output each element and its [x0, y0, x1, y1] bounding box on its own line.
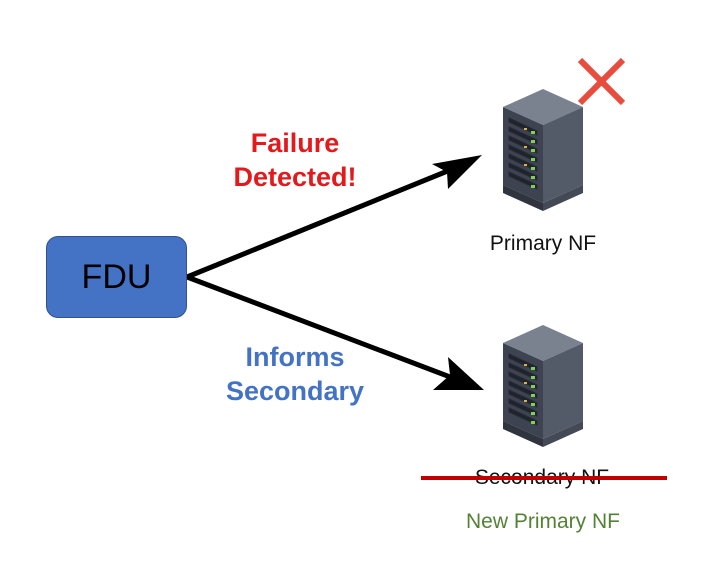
informs-label-line1: Informs — [245, 342, 345, 372]
failure-label-line2: Detected! — [233, 162, 357, 192]
primary-nf-label: Primary NF — [489, 232, 597, 255]
strikethrough-line — [421, 476, 667, 480]
failure-label-line1: Failure — [250, 128, 340, 158]
secondary-server-icon — [502, 324, 584, 448]
fdu-label: FDU — [81, 257, 152, 296]
informs-secondary-label: Informs Secondary — [205, 340, 385, 408]
failure-arrow — [186, 155, 482, 280]
failed-x-icon — [577, 57, 626, 106]
primary-server-icon — [502, 88, 584, 212]
failure-detected-label: Failure Detected! — [215, 126, 375, 194]
informs-label-line2: Secondary — [225, 376, 365, 406]
new-primary-nf-label: New Primary NF — [465, 510, 620, 533]
fdu-node: FDU — [46, 236, 187, 318]
informs-arrow — [186, 274, 484, 390]
